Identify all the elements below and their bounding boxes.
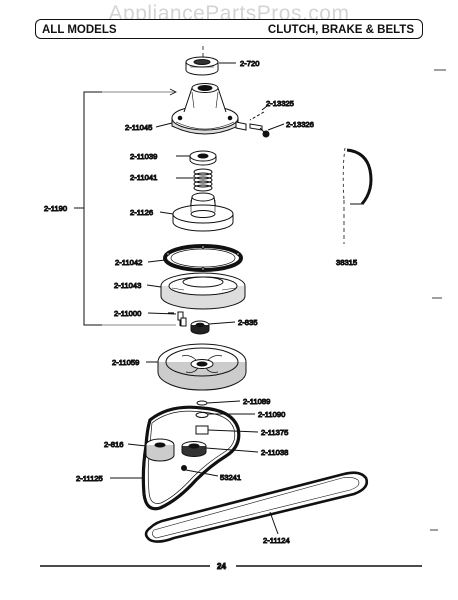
header-section-title: CLUTCH, BRAKE & BELTS xyxy=(155,19,423,39)
brake-lining-2-11042 xyxy=(163,244,243,272)
washer-2-11039 xyxy=(189,150,217,166)
brake-housing-2-11045 xyxy=(171,83,247,135)
label-53241: 53241 xyxy=(220,473,241,482)
label-2-11041: 2-11041 xyxy=(130,173,157,182)
label-2-1190: 2-1190 xyxy=(44,204,67,213)
label-2-816: 2-816 xyxy=(104,440,123,449)
label-2-13325: 2-13325 xyxy=(266,99,294,108)
spring-2-11041 xyxy=(193,168,213,192)
label-2-11000: 2-11000 xyxy=(114,309,141,318)
bearing-2-11038 xyxy=(181,441,207,457)
clip-38315 xyxy=(342,147,373,244)
label-2-13326: 2-13326 xyxy=(286,120,314,129)
motor-pulley-2-816 xyxy=(145,438,175,462)
page-number: 24 xyxy=(217,562,226,571)
label-2-11045: 2-11045 xyxy=(125,123,152,132)
belt-2-11125 xyxy=(141,405,241,511)
label-2-11124: 2-11124 xyxy=(263,536,290,545)
label-2-11043: 2-11043 xyxy=(114,281,141,290)
label-2-835: 2-835 xyxy=(238,318,257,327)
label-2-11042: 2-11042 xyxy=(115,258,142,267)
label-2-1126: 2-1126 xyxy=(130,208,153,217)
label-2-11089: 2-11089 xyxy=(243,397,270,406)
cam-2-11043 xyxy=(160,272,246,310)
hub-2-1126 xyxy=(172,192,234,232)
label-2-11375: 2-11375 xyxy=(261,428,288,437)
screws-2-11000 xyxy=(177,311,187,327)
pulley-2-11059 xyxy=(157,343,247,391)
nut-2-835 xyxy=(190,320,210,335)
label-2-11059: 2-11059 xyxy=(112,358,139,367)
label-2-11125: 2-11125 xyxy=(76,474,103,483)
header-models: ALL MODELS xyxy=(35,19,155,39)
bearing-2-720 xyxy=(185,56,219,76)
label-38315: 38315 xyxy=(336,258,357,267)
label-2-11090: 2-11090 xyxy=(258,410,285,419)
label-2-11039: 2-11039 xyxy=(130,152,157,161)
label-2-11038: 2-11038 xyxy=(261,448,288,457)
label-2-720: 2-720 xyxy=(240,59,259,68)
belt-2-11124 xyxy=(144,471,369,543)
screw-2-13326 xyxy=(249,123,270,138)
